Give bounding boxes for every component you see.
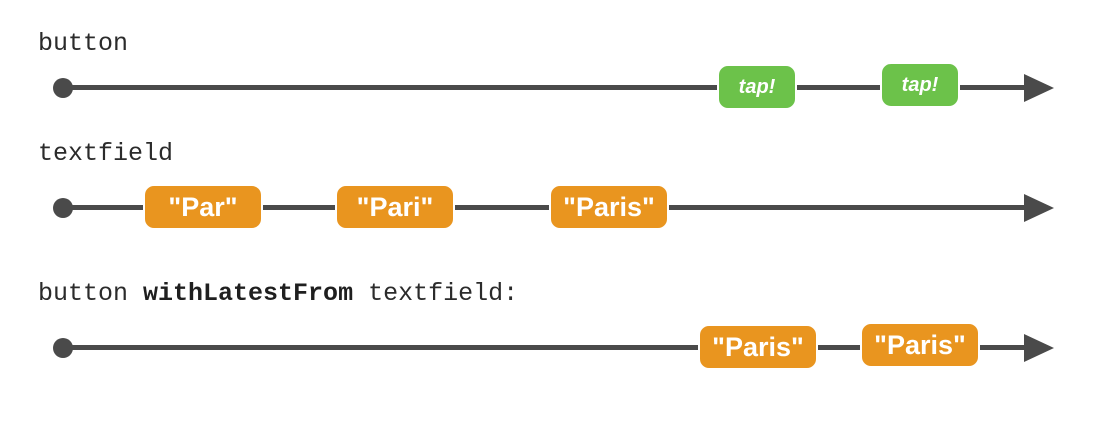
text-value-marble: "Par" bbox=[143, 184, 263, 230]
result-label-part-3: textfield: bbox=[353, 279, 519, 308]
timeline-start-dot bbox=[53, 198, 73, 218]
timeline-arrowhead bbox=[1024, 74, 1054, 102]
text-value-marble: "Paris" bbox=[549, 184, 669, 230]
timeline-start-dot bbox=[53, 338, 73, 358]
timeline-arrowhead bbox=[1024, 194, 1054, 222]
timeline-line bbox=[64, 85, 1030, 90]
result-value-marble: "Paris" bbox=[860, 322, 980, 368]
timeline-line bbox=[64, 205, 1030, 210]
result-label-part-1: button bbox=[38, 279, 144, 308]
timeline-arrowhead bbox=[1024, 334, 1054, 362]
textfield-stream-label: textfield bbox=[38, 139, 174, 168]
timeline-line bbox=[64, 345, 1030, 350]
button-stream-label: button bbox=[38, 29, 129, 58]
operator-name: withLatestFrom bbox=[143, 279, 354, 308]
result-stream-label: button withLatestFrom textfield: bbox=[38, 281, 518, 306]
tap-marble: tap! bbox=[717, 64, 797, 110]
timeline-start-dot bbox=[53, 78, 73, 98]
tap-marble: tap! bbox=[880, 62, 960, 108]
result-value-marble: "Paris" bbox=[698, 324, 818, 370]
text-value-marble: "Pari" bbox=[335, 184, 455, 230]
